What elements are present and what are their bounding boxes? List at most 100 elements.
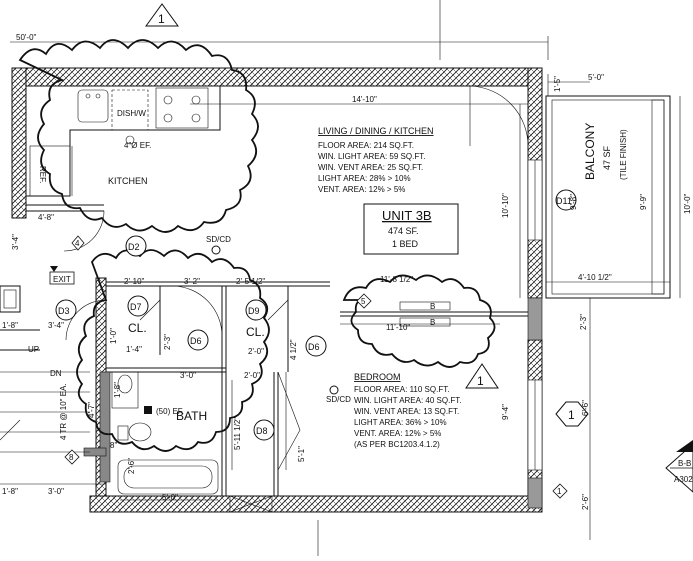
door-tag-d9-label: D9: [248, 306, 260, 316]
door-tag-d6a-label: D6: [190, 336, 202, 346]
balcony-label: BALCONY: [583, 123, 597, 180]
unit-area: 474 SF.: [388, 226, 419, 236]
door-tag-d8-label: D8: [256, 426, 268, 436]
living-title: LIVING / DINING / KITCHEN: [318, 126, 434, 136]
dim-3-2: 3'-2": [184, 277, 200, 286]
section-sheet: A302: [674, 475, 693, 484]
bedroom-header: [399, 301, 451, 327]
stair-dn-label: DN: [50, 369, 62, 378]
dim-2-3b: 2'-3": [579, 314, 588, 330]
revision-clouds: [18, 39, 496, 452]
closet-1-label: CL.: [128, 321, 147, 335]
door-tag-d3: D3: [55, 299, 77, 321]
tag-1-small: 1: [552, 483, 568, 499]
kitchen-counter: [25, 86, 221, 197]
top-wall: [11, 67, 541, 87]
stairs: [0, 285, 90, 453]
dim-3-4: 3'-4": [11, 234, 20, 250]
dim-14-10: 14'-10": [352, 95, 377, 104]
dimension-lines: [0, 41, 681, 540]
unit-box: UNIT 3B 474 SF. 1 BED: [363, 203, 459, 255]
tube-ef-label: 4"Ø EF.: [124, 141, 151, 150]
cloud-bath: [76, 249, 270, 452]
kitchen-label: KITCHEN: [108, 176, 148, 186]
door-tag-d2: D2: [125, 235, 147, 257]
dim-9-9: 9'-9": [639, 194, 648, 210]
dim-3-0: 3'-0": [180, 371, 196, 380]
dim-2-5-half: 2'-5 1/2": [236, 277, 265, 286]
dim-1-4: 1'-4": [126, 345, 142, 354]
unit-name: UNIT 3B: [382, 208, 432, 223]
exit-sign: EXIT: [49, 266, 75, 285]
door-swings: [63, 85, 529, 471]
dim-1-8c: 1'-8": [113, 382, 122, 398]
ref-label: REF.: [38, 166, 47, 183]
tag-4-label: 4: [75, 239, 80, 248]
window-tag-b1: B: [430, 302, 435, 311]
dim-8: 8": [110, 441, 117, 450]
living-note-0: FLOOR AREA: 214 SQ.FT.: [318, 141, 414, 150]
window-tag-b2: B: [430, 318, 435, 327]
closet-2-label: CL.: [246, 325, 265, 339]
tag-4: 4: [71, 235, 85, 251]
stair-treads-label: 4 TR @ 10" EA.: [59, 383, 68, 440]
bath-label: BATH: [176, 409, 207, 423]
stair-up-label: UP: [28, 345, 39, 354]
dim-10-10: 10'-10": [501, 193, 510, 218]
revision-triangle-top: 1: [145, 3, 179, 27]
smoke-detector-1: SD/CD: [206, 235, 231, 255]
dim-2-0b: 2'-0": [244, 371, 260, 380]
bedroom-note-1: WIN. LIGHT AREA: 40 SQ.FT.: [354, 396, 461, 405]
dim-5-1: 5'-1": [297, 446, 306, 462]
revision-triangle-bedroom: 1: [465, 363, 499, 389]
door-tag-d6a: D6: [187, 329, 209, 351]
bedroom-title: BEDROOM: [354, 372, 401, 382]
dim-9-4: 9'-4": [501, 404, 510, 420]
bottom-wall: [89, 495, 543, 513]
bedroom-note-4: VENT. AREA: 12% > 5%: [354, 429, 441, 438]
bedroom-note-5: (AS PER BC1203.4.1.2): [354, 440, 440, 449]
dim-1-8b: 1'-8": [2, 487, 18, 496]
dim-4-10-half: 4'-10 1/2": [578, 273, 612, 282]
windows: [527, 159, 543, 509]
dim-10-0: 10'-0": [683, 193, 692, 214]
bath-fan-label: (50) EF.: [156, 407, 184, 416]
dim-4-8: 4'-8": [38, 213, 54, 222]
balcony-area: 47 SF: [602, 145, 612, 170]
door-tag-d7: D7: [127, 295, 149, 317]
living-note-4: VENT. AREA: 12% > 5%: [318, 185, 405, 194]
dim-4-half: 4 1/2": [289, 339, 298, 360]
dim-2-3: 2'-3": [163, 334, 172, 350]
tag-1-small-label: 1: [557, 487, 562, 496]
door-tag-d11: D11: [555, 189, 577, 211]
sdcd-2-label: SD/CD: [326, 395, 351, 404]
section-label: B-B: [678, 459, 691, 468]
dim-4-7: 4'-7": [87, 402, 96, 418]
dim-2-6: 2'-6": [581, 494, 590, 510]
bedroom-note-0: FLOOR AREA: 110 SQ.FT.: [354, 385, 449, 394]
revision-tag-top: 1: [158, 12, 165, 26]
door-tag-d8: D8: [253, 419, 275, 441]
dim-5-0: 5'-0": [162, 493, 178, 502]
dim-5-11-half: 5'-11 1/2": [233, 417, 242, 450]
balcony: [545, 95, 671, 299]
door-tag-d2-label: D2: [128, 242, 140, 252]
tag-5-label: 5: [361, 297, 366, 306]
living-note-1: WIN. LIGHT AREA: 59 SQ.FT.: [318, 152, 425, 161]
tag-1-hex: 1: [555, 401, 589, 427]
section-mark: B-B A302: [665, 440, 693, 493]
bedroom-note-2: WIN. VENT AREA: 13 SQ.FT.: [354, 407, 459, 416]
living-note-2: WIN. VENT AREA: 25 SQ.FT.: [318, 163, 423, 172]
door-tag-d3-label: D3: [58, 306, 70, 316]
dim-1-0: 1'-0": [109, 328, 118, 344]
bedroom-note-3: LIGHT AREA: 36% > 10%: [354, 418, 447, 427]
dim-2-10: 2'-10": [124, 277, 145, 286]
revision-tag-bedroom: 1: [477, 374, 484, 388]
sdcd-1-label: SD/CD: [206, 235, 231, 244]
dim-9-8: 9'-8": [569, 194, 578, 210]
living-note-3: LIGHT AREA: 28% > 10%: [318, 174, 411, 183]
dim-1-5: 1'-5": [553, 76, 562, 92]
left-kitchen-wall: [11, 67, 27, 219]
door-tag-d11-label: D11: [556, 196, 572, 206]
dim-2-0: 2'-0": [248, 347, 264, 356]
